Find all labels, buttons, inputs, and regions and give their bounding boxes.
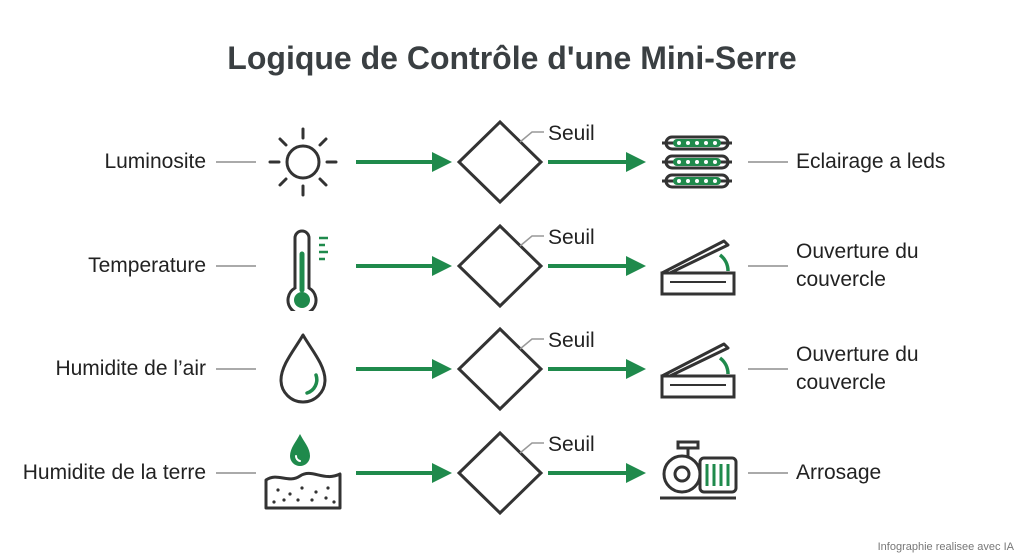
- control-row-luminosite: Luminosite: [0, 117, 1024, 207]
- threshold-callout-line: [519, 442, 544, 454]
- thermometer-icon: [286, 229, 328, 311]
- input-label: Humidite de la terre: [22, 461, 206, 484]
- control-row-humidite-air: Humidite de l’air Seuil Ouverture du cou…: [0, 324, 1024, 414]
- arrow-to-actuator: [548, 152, 646, 172]
- threshold-diamond: [456, 119, 544, 205]
- arrow-to-threshold: [356, 152, 452, 172]
- lid-opening-icon: [660, 342, 736, 399]
- threshold-label: Seuil: [548, 226, 595, 249]
- threshold-label: Seuil: [548, 122, 595, 145]
- output-label: Arrosage: [796, 461, 882, 484]
- threshold-diamond: [456, 223, 544, 309]
- output-label: Ouverture du couvercle: [796, 343, 919, 394]
- page-title: Logique de Contrôle d'une Mini-Serre: [227, 40, 797, 76]
- arrow-to-threshold: [356, 256, 452, 276]
- output-label: Eclairage a leds: [796, 150, 946, 173]
- water-pump-icon: [660, 440, 738, 500]
- arrow-to-threshold: [356, 463, 452, 483]
- threshold-callout-line: [519, 338, 544, 350]
- row-graphics: [216, 326, 788, 412]
- soil-moisture-icon: [264, 434, 342, 510]
- threshold-label: Seuil: [548, 433, 595, 456]
- lid-opening-icon: [660, 239, 736, 296]
- threshold-callout-line: [519, 131, 544, 143]
- threshold-diamond: [456, 430, 544, 516]
- output-label: Ouverture du couvercle: [796, 240, 919, 291]
- threshold-diamond: [456, 326, 544, 412]
- arrow-to-actuator: [548, 256, 646, 276]
- input-label: Humidite de l’air: [55, 357, 206, 380]
- input-label: Luminosite: [104, 150, 206, 173]
- led-light-icon: [662, 135, 732, 189]
- row-graphics: [216, 430, 788, 516]
- arrow-to-actuator: [548, 463, 646, 483]
- sun-icon: [268, 127, 338, 197]
- arrow-to-actuator: [548, 359, 646, 379]
- row-graphics: [216, 223, 788, 311]
- control-row-temperature: Temperature: [0, 221, 1024, 311]
- arrow-to-threshold: [356, 359, 452, 379]
- row-graphics: [216, 119, 788, 205]
- input-label: Temperature: [88, 254, 206, 277]
- control-row-humidite-terre: Humidite de la terre: [0, 428, 1024, 518]
- water-drop-icon: [279, 333, 327, 404]
- footer-credit: Infographie realisee avec IA: [877, 541, 1014, 553]
- threshold-callout-line: [519, 235, 544, 247]
- threshold-label: Seuil: [548, 329, 595, 352]
